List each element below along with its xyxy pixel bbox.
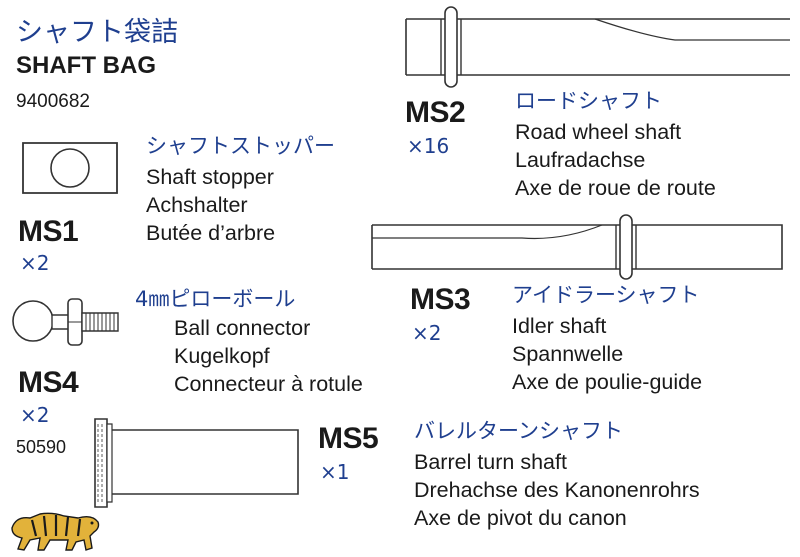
- ms3-name-de: Spannwelle: [512, 342, 624, 366]
- ms2-name-en: Road wheel shaft: [515, 120, 682, 144]
- ms3-name-fr: Axe de poulie-guide: [512, 370, 703, 394]
- ms2-name-jp: ロードシャフト: [515, 89, 662, 113]
- ms4-name-fr: Connecteur à rotule: [174, 372, 363, 396]
- ms1-quantity: ×2: [20, 251, 50, 275]
- ms4-code: MS4: [18, 366, 79, 399]
- ms5-name-en: Barrel turn shaft: [414, 450, 567, 474]
- ms1-name-de: Achshalter: [146, 193, 248, 217]
- title-japanese: シャフト袋詰: [16, 17, 178, 48]
- ms3-code: MS3: [410, 283, 471, 316]
- ms3-name-en: Idler shaft: [512, 314, 607, 338]
- ms2-code: MS2: [405, 96, 466, 129]
- part-number: 9400682: [16, 91, 90, 112]
- tiger-logo-icon: [6, 506, 102, 554]
- ms1-name-jp: シャフトストッパー: [146, 134, 335, 158]
- ball-connector-drawing: [8, 290, 124, 354]
- ms3-quantity: ×2: [412, 321, 442, 345]
- ms4-quantity: ×2: [20, 403, 50, 427]
- idler-shaft-drawing: [372, 214, 782, 280]
- ms5-name-fr: Axe de pivot du canon: [414, 506, 627, 530]
- ms5-code: MS5: [318, 422, 379, 455]
- ms3-name-jp: アイドラーシャフト: [512, 283, 700, 307]
- road-wheel-shaft-drawing: [405, 6, 790, 88]
- ms4-sub-number: 50590: [16, 437, 67, 457]
- ms2-name-fr: Axe de roue de route: [515, 176, 716, 200]
- ms2-name-de: Laufradachse: [515, 148, 646, 172]
- ms5-name-jp: バレルターンシャフト: [414, 419, 623, 443]
- barrel-turn-shaft-drawing: [94, 418, 300, 508]
- ms1-name-en: Shaft stopper: [146, 165, 274, 189]
- ms1-code: MS1: [18, 215, 79, 248]
- ms4-name-de: Kugelkopf: [174, 344, 270, 368]
- ms5-name-de: Drehachse des Kanonenrohrs: [414, 478, 700, 502]
- shaft-stopper-drawing: [22, 142, 118, 194]
- ms5-quantity: ×1: [320, 460, 350, 484]
- ms1-name-fr: Butée d’arbre: [146, 221, 276, 245]
- ms2-quantity: ×16: [407, 134, 450, 158]
- ms4-name-en: Ball connector: [174, 316, 311, 340]
- ms4-name-jp: 4㎜ピローボール: [135, 287, 296, 311]
- title-english: SHAFT BAG: [16, 52, 156, 79]
